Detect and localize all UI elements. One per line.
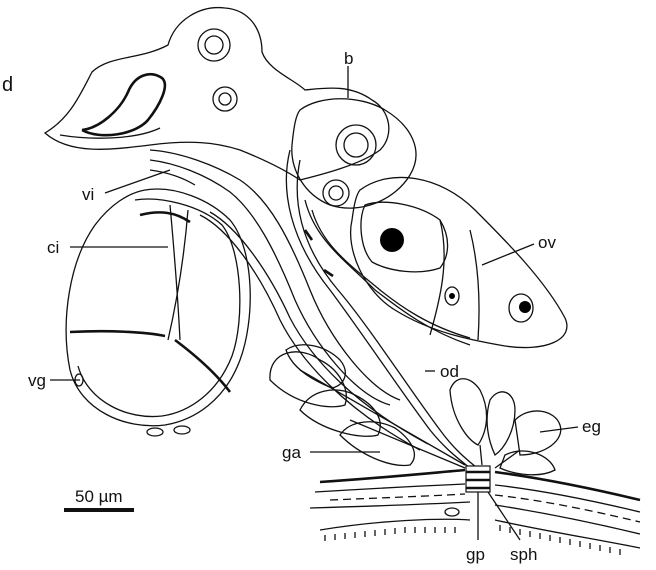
label-sph: sph bbox=[510, 545, 537, 564]
label-ov: ov bbox=[538, 233, 556, 252]
label-ga: ga bbox=[282, 443, 301, 462]
vitellarium-mass bbox=[43, 7, 390, 181]
label-b: b bbox=[344, 49, 353, 68]
leader-lines bbox=[50, 66, 579, 541]
body-wall bbox=[309, 465, 641, 555]
gland-clusters bbox=[269, 344, 562, 476]
label-od: od bbox=[440, 362, 459, 381]
scale-bar: 50 µm bbox=[64, 487, 134, 512]
oviduct bbox=[285, 149, 483, 476]
label-eg: eg bbox=[582, 417, 601, 436]
label-vg: vg bbox=[28, 371, 46, 390]
vitelline-follicle bbox=[291, 98, 417, 209]
ovary bbox=[350, 176, 568, 349]
panel-letter: d bbox=[2, 74, 13, 96]
copulatory-organ bbox=[65, 188, 251, 437]
scale-bar-line bbox=[64, 508, 134, 512]
scale-bar-label: 50 µm bbox=[75, 487, 123, 506]
label-ci: ci bbox=[47, 238, 59, 257]
label-gp: gp bbox=[466, 545, 485, 564]
label-vi: vi bbox=[82, 185, 94, 204]
